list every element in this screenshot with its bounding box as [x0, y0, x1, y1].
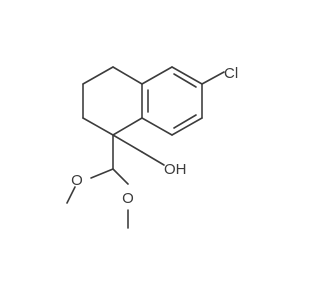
bond — [171, 66, 203, 85]
chlorine-label: Cl — [224, 65, 238, 82]
double-bond-inner — [173, 73, 197, 88]
hydroxyl-label: OH — [164, 161, 187, 178]
bond — [82, 117, 114, 136]
bond — [141, 117, 173, 136]
methoxy-oxygen-bottom-label: O — [122, 190, 134, 207]
bond — [82, 66, 114, 85]
methoxy-oxygen-top-label: O — [71, 172, 83, 189]
bond — [112, 66, 143, 85]
bond-to-methoxy-top — [90, 168, 114, 179]
bond-to-methoxy-bottom — [112, 168, 129, 185]
aromatic-ring — [141, 66, 203, 136]
double-bond-inner — [173, 114, 197, 129]
bond-top-methyl — [66, 186, 76, 204]
bond-to-ch2 — [112, 134, 143, 153]
saturated-ring — [82, 66, 143, 136]
bond-to-chlorine — [201, 71, 225, 85]
molecule-structure: Cl OH O O — [66, 65, 238, 229]
substituent-bonds — [66, 71, 225, 229]
bond — [171, 117, 203, 136]
bond — [141, 66, 173, 85]
bond-to-hydroxyl — [141, 151, 165, 166]
bond — [112, 117, 143, 136]
